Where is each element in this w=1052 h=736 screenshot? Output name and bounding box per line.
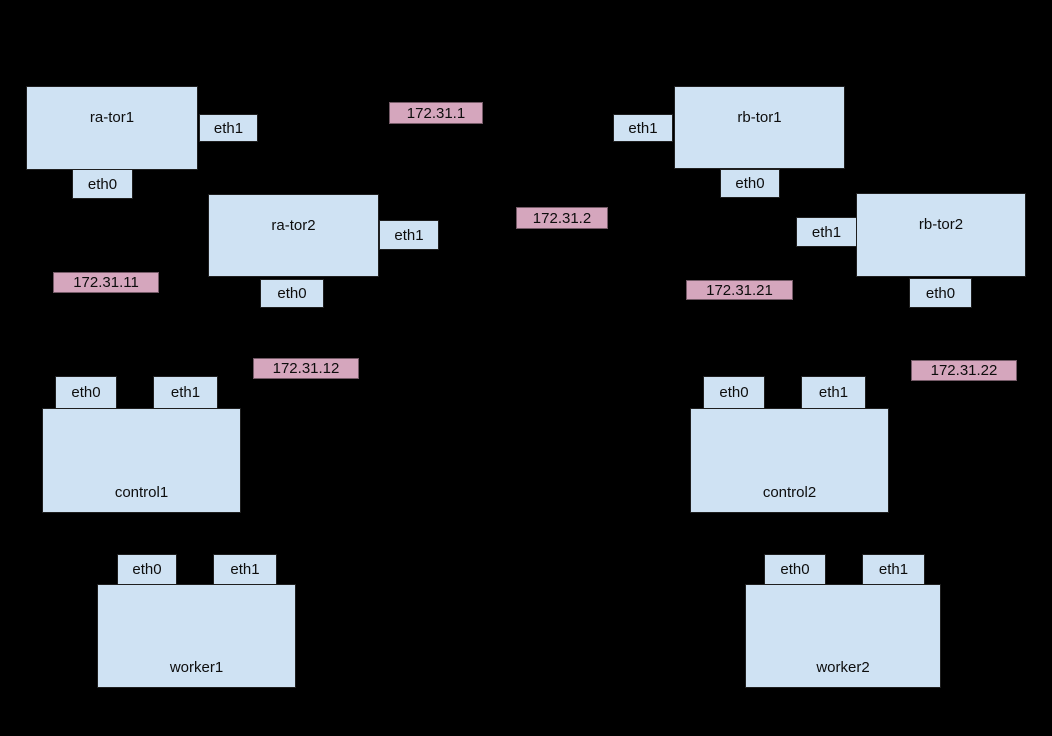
node-label-worker2: worker2 <box>816 659 870 676</box>
port-control1-eth0: eth0 <box>55 376 117 409</box>
node-label-worker1: worker1 <box>169 659 224 676</box>
node-control2: control2 <box>690 408 889 513</box>
node-worker1: worker1 <box>97 584 296 688</box>
node-label-rb-tor1: rb-tor1 <box>737 109 782 126</box>
node-label-rb-tor2: rb-tor2 <box>918 216 964 233</box>
node-control1: control1 <box>42 408 241 513</box>
port-control2-eth0: eth0 <box>703 376 765 409</box>
ip-label-172.31.2: 172.31.2 <box>516 207 608 229</box>
ip-label-172.31.21: 172.31.21 <box>686 280 793 300</box>
node-ra-tor2: ra-tor2 <box>208 194 379 277</box>
port-control1-eth1: eth1 <box>153 376 218 409</box>
node-label-ra-tor2: ra-tor2 <box>271 217 316 234</box>
node-label-control1: control1 <box>114 484 169 501</box>
node-worker2: worker2 <box>745 584 941 688</box>
node-rb-tor1: rb-tor1 <box>674 86 845 169</box>
node-ra-tor1: ra-tor1 <box>26 86 198 170</box>
port-worker1-eth1: eth1 <box>213 554 277 585</box>
port-ra-tor2-eth1: eth1 <box>379 220 439 250</box>
port-rb-tor1-eth1: eth1 <box>613 114 673 142</box>
ip-label-172.31.11: 172.31.11 <box>53 272 159 293</box>
port-rb-tor1-eth0: eth0 <box>720 169 780 198</box>
port-control2-eth1: eth1 <box>801 376 866 409</box>
node-label-ra-tor1: ra-tor1 <box>89 109 135 126</box>
node-rb-tor2: rb-tor2 <box>856 193 1026 277</box>
port-rb-tor2-eth0: eth0 <box>909 278 972 308</box>
port-rb-tor2-eth1: eth1 <box>796 217 857 247</box>
port-ra-tor1-eth1: eth1 <box>199 114 258 142</box>
port-ra-tor1-eth0: eth0 <box>72 169 133 199</box>
node-label-control2: control2 <box>762 484 817 501</box>
ip-label-172.31.1: 172.31.1 <box>389 102 483 124</box>
port-worker2-eth0: eth0 <box>764 554 826 585</box>
ip-label-172.31.22: 172.31.22 <box>911 360 1017 381</box>
port-worker2-eth1: eth1 <box>862 554 925 585</box>
port-ra-tor2-eth0: eth0 <box>260 279 324 308</box>
port-worker1-eth0: eth0 <box>117 554 177 585</box>
ip-label-172.31.12: 172.31.12 <box>253 358 359 379</box>
